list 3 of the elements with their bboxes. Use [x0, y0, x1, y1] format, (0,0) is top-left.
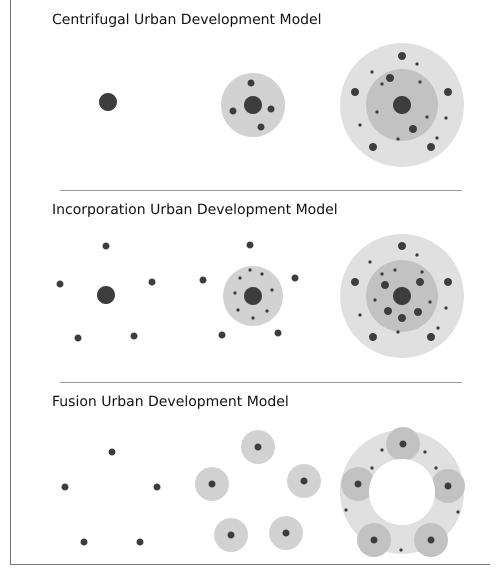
model-heading: Fusion Urban Development Model — [52, 394, 289, 410]
model-heading: Incorporation Urban Development Model — [52, 202, 338, 218]
model-heading: Centrifugal Urban Development Model — [52, 12, 322, 28]
